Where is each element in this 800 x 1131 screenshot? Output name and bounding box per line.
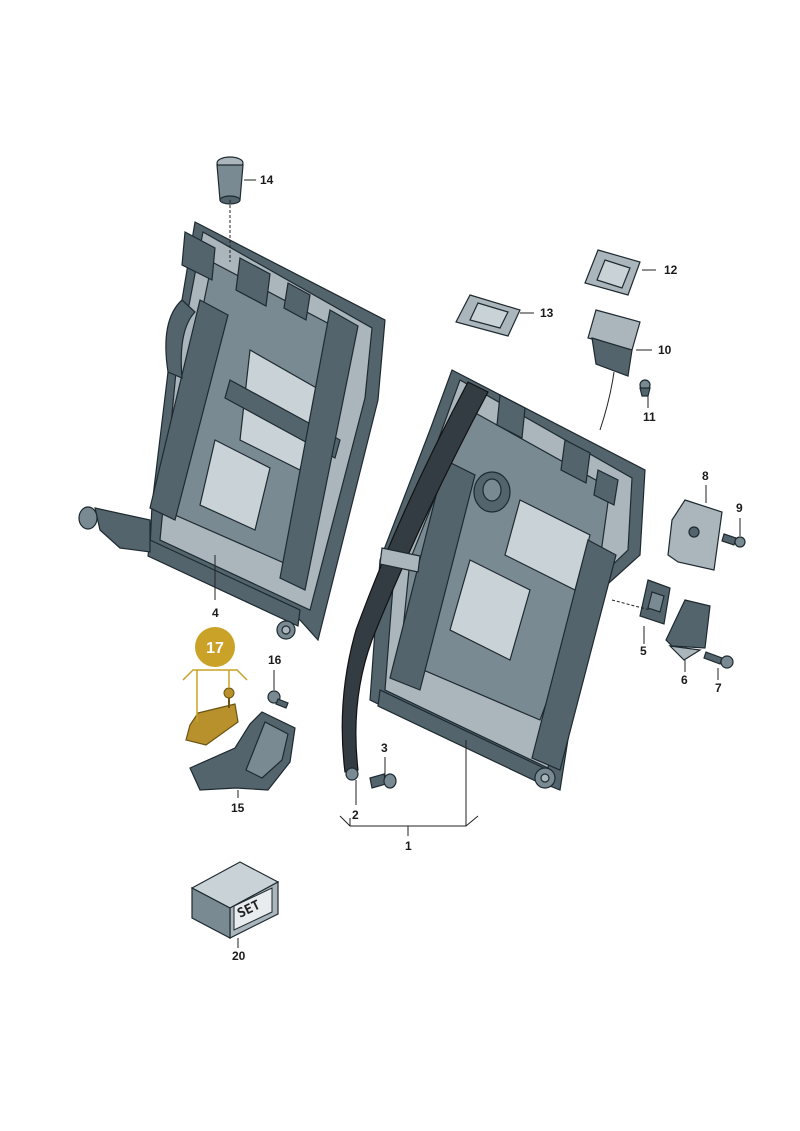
- callout-label-17: 17: [206, 640, 224, 657]
- label-20: 20: [232, 949, 246, 963]
- label-14: 14: [260, 173, 274, 187]
- belt-guide-knob: [473, 471, 511, 513]
- label-1: 1: [405, 839, 412, 853]
- screw-part-11[interactable]: [639, 379, 651, 397]
- leader-lines: [214, 179, 741, 948]
- screw-part-16[interactable]: [267, 690, 289, 709]
- label-2: 2: [352, 808, 359, 822]
- left-backrest-frame[interactable]: [78, 221, 386, 642]
- label-16: 16: [268, 653, 282, 667]
- trim-cover-part-13[interactable]: [455, 294, 521, 337]
- label-8: 8: [702, 469, 709, 483]
- release-handle-part-10[interactable]: [587, 309, 641, 431]
- label-9: 9: [736, 501, 743, 515]
- right-backrest-frame[interactable]: [369, 369, 646, 791]
- lock-part-6[interactable]: [665, 599, 711, 661]
- label-12: 12: [664, 263, 678, 277]
- callout-bracket-17: [182, 669, 248, 722]
- hinge-bracket-part-15[interactable]: [189, 711, 296, 791]
- label-13: 13: [540, 306, 554, 320]
- label-10: 10: [658, 343, 672, 357]
- label-6: 6: [681, 673, 688, 687]
- label-11: 11: [643, 410, 656, 424]
- seat-belt-part-2[interactable]: [341, 381, 489, 781]
- right-lower-pivot: [534, 767, 556, 789]
- label-4: 4: [212, 606, 219, 620]
- bracket-part-17[interactable]: [185, 687, 239, 746]
- label-5: 5: [640, 644, 647, 658]
- trim-cover-part-12[interactable]: [584, 249, 641, 296]
- lock-cover-part-8[interactable]: [667, 499, 723, 571]
- callout-badge-17[interactable]: 17: [195, 627, 235, 667]
- label-15: 15: [231, 801, 245, 815]
- left-pivot-pin: [78, 506, 151, 553]
- bolt-part-7[interactable]: [703, 651, 734, 669]
- latch-part-5[interactable]: [639, 579, 671, 625]
- headrest-guide-part-14[interactable]: [216, 156, 244, 262]
- bolt-part-3[interactable]: [369, 773, 397, 789]
- label-7: 7: [715, 681, 722, 695]
- label-3: 3: [381, 741, 388, 755]
- screw-part-9[interactable]: [721, 533, 746, 548]
- set-box-part-20[interactable]: SET: [190, 861, 280, 939]
- left-lower-pivot: [276, 620, 296, 640]
